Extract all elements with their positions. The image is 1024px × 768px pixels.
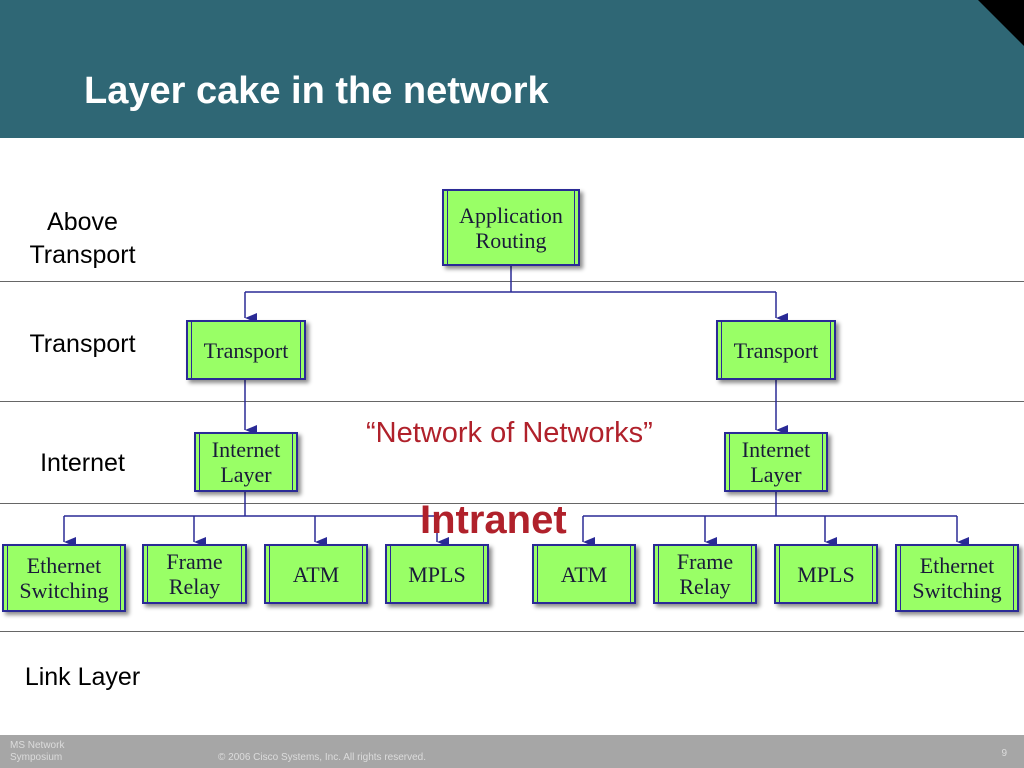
box-label-line: Layer [750,462,802,487]
footer-copyright: © 2006 Cisco Systems, Inc. All rights re… [218,752,427,763]
link-box-atm-right: ATM [532,544,636,604]
slide-title: Layer cake in the network [84,70,549,112]
box-label-line: Transport [203,337,289,363]
box-label-line: Layer [220,462,272,487]
link-box-frame-relay-right: Frame Relay [653,544,757,604]
box-label-line: Switching [19,578,109,603]
box-label-line: Transport [733,337,819,363]
application-routing-box: Application Routing [442,189,580,266]
box-label-line: Switching [912,578,1002,603]
box-label-line: Ethernet [26,553,102,578]
page-number: 9 [1001,748,1007,759]
network-of-networks-annotation: “Network of Networks” [366,417,653,449]
layer-label-transport: Transport [29,330,136,358]
link-box-mpls-right: MPLS [774,544,878,604]
box-label-line: Ethernet [919,553,995,578]
box-label-line: MPLS [797,561,855,587]
box-label-line: Routing [475,227,547,253]
box-label-line: Relay [168,574,221,599]
corner-decoration [978,0,1024,46]
box-label-line: Frame [166,549,223,574]
box-label-line: Internet [211,437,281,462]
internet-layer-box-left: Internet Layer [194,432,298,492]
slide-footer: MS Network Symposium © 2006 Cisco System… [0,735,1024,768]
link-box-frame-relay-left: Frame Relay [142,544,247,604]
layer-divider [0,503,1024,504]
footer-event-line: Symposium [10,752,63,763]
box-label-line: Frame [676,549,734,574]
box-label-line: MPLS [408,561,466,587]
layer-divider [0,631,1024,632]
box-label-line: Relay [679,574,731,599]
transport-box-right: Transport [716,320,836,380]
layer-label-internet: Internet [40,449,125,477]
link-box-ethernet-switching-left: Ethernet Switching [2,544,126,612]
title-bar: Layer cake in the network [0,0,1024,138]
transport-box-left: Transport [186,320,306,380]
layer-label-above-transport: Above Transport [0,206,165,272]
box-label-line: Application [459,202,563,228]
box-label-line: ATM [560,561,608,587]
link-box-ethernet-switching-right: Ethernet Switching [895,544,1019,612]
link-box-atm-left: ATM [264,544,368,604]
layer-divider [0,281,1024,282]
footer-event-line: MS Network [10,740,65,751]
layer-divider [0,401,1024,402]
link-box-mpls-left: MPLS [385,544,489,604]
footer-event: MS Network Symposium [10,740,64,764]
intranet-annotation: Intranet [420,498,567,542]
box-label-line: Internet [741,437,811,462]
layer-label-link: Link Layer [24,663,141,691]
box-label-line: ATM [292,561,340,587]
layer-label-text: Above Transport [29,208,136,269]
internet-layer-box-right: Internet Layer [724,432,828,492]
